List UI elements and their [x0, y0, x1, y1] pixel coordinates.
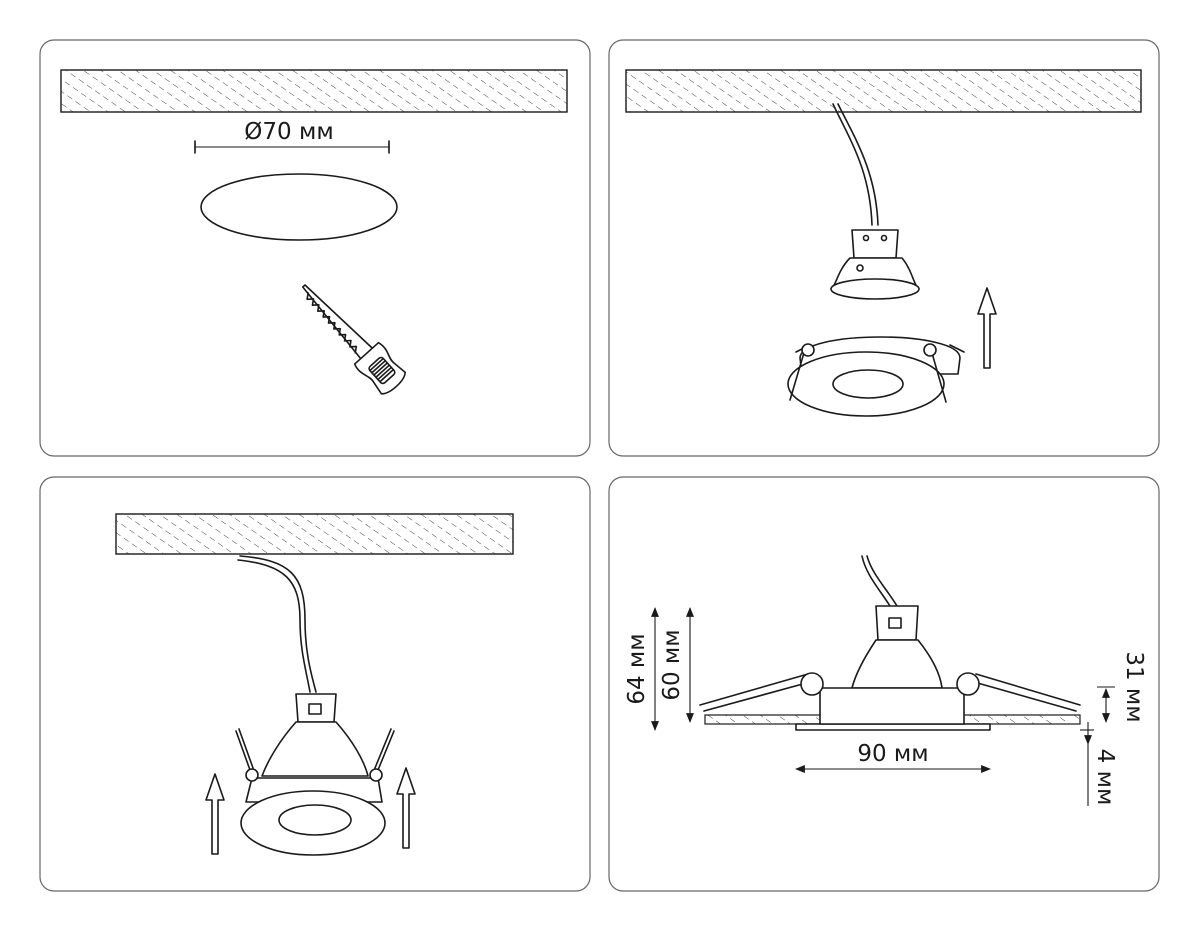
overall-height-label: 64 мм	[624, 633, 650, 704]
panel-connect-lamp	[608, 39, 1160, 457]
downlight-frame-icon	[699, 672, 1081, 725]
panel-frame	[39, 476, 591, 892]
arrow-up-icon	[977, 287, 997, 369]
ceiling-slab	[60, 69, 568, 113]
panel-frame	[39, 39, 591, 457]
body-height-label: 60 мм	[659, 629, 685, 700]
downlight-frame-icon	[235, 728, 395, 856]
bezel	[795, 723, 991, 731]
cable-icon	[832, 103, 879, 226]
cut-hole	[200, 173, 398, 241]
gu10-lamp-icon	[830, 229, 920, 300]
saw-icon	[301, 284, 407, 395]
hole-diameter-label: Ø70 мм	[244, 119, 333, 145]
gu10-lamp-icon	[261, 693, 369, 777]
ceiling-slab	[625, 69, 1142, 113]
downlight-frame-icon	[787, 336, 965, 417]
spring-offset-label: 31 мм	[1121, 651, 1147, 722]
cable-icon	[861, 555, 898, 607]
ceiling-slab	[115, 513, 514, 555]
arrow-up-icon	[205, 773, 225, 855]
gu10-lamp-icon	[851, 605, 943, 689]
panel-cut-hole: Ø70 мм	[39, 39, 591, 457]
panel-insert-fixture	[39, 476, 591, 892]
panel-dimensions: 64 мм 60 мм 90 мм 31 мм 4 мм	[608, 476, 1160, 892]
arrow-up-icon	[396, 767, 416, 849]
bezel-thickness-label: 4 мм	[1092, 749, 1118, 806]
cable-icon	[237, 555, 317, 693]
width-label: 90 мм	[857, 741, 928, 767]
